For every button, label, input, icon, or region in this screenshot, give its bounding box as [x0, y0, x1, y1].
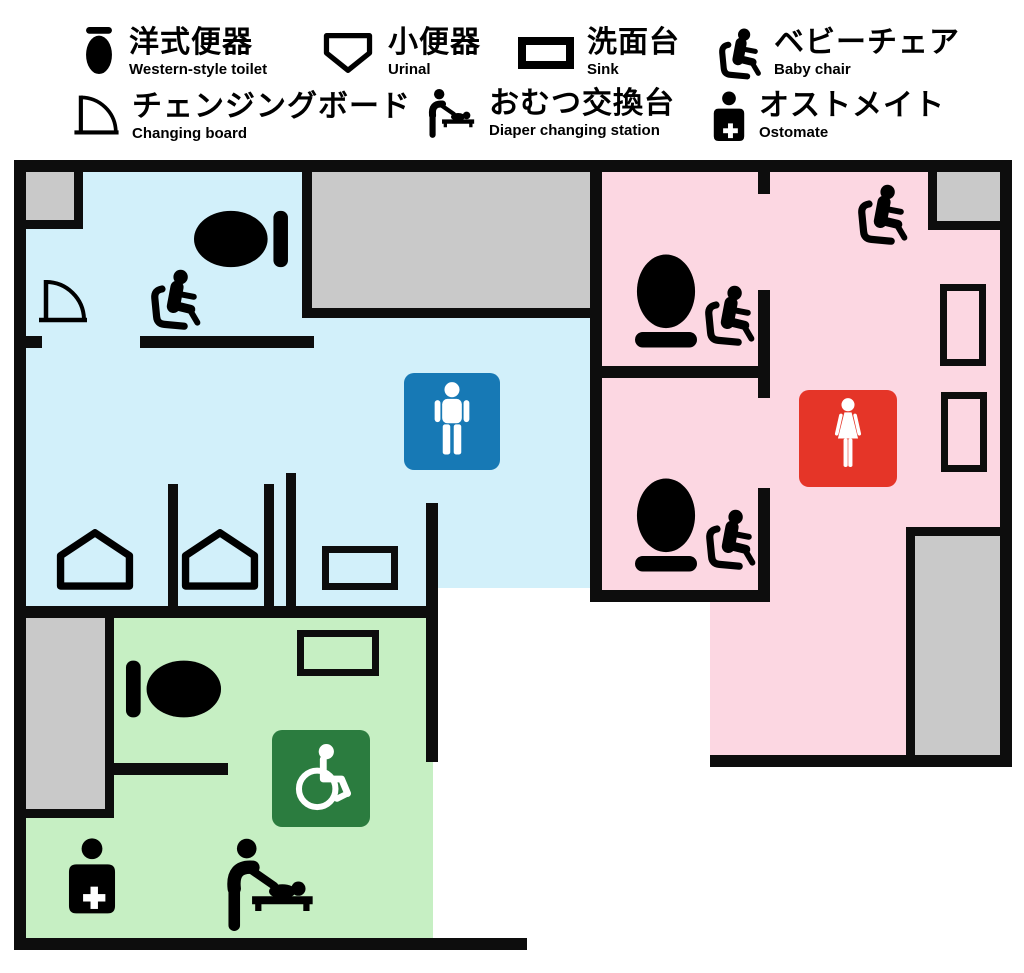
- wall: [426, 503, 438, 762]
- legend-item-western-toilet: 洋式便器 Western-style toilet: [81, 27, 267, 78]
- urinal-partition: [264, 484, 274, 612]
- toilet-icon: [192, 208, 289, 270]
- baby-chair-icon: [715, 27, 762, 83]
- legend-label-jp: ベビーチェア: [774, 26, 960, 59]
- legend-label-en: Ostomate: [759, 123, 829, 141]
- wall: [758, 488, 770, 602]
- legend-label-jp: 洋式便器: [129, 26, 253, 59]
- wall: [758, 172, 770, 194]
- baby-chair-icon: [146, 268, 202, 334]
- female-pictogram-icon: [818, 397, 878, 480]
- legend-label-en: Diaper changing station: [489, 121, 660, 139]
- legend-item-sink: 洗面台 Sink: [517, 27, 680, 78]
- legend-label-jp: オストメイト: [759, 89, 945, 122]
- wall: [710, 755, 1012, 767]
- legend-item-baby-chair: ベビーチェア Baby chair: [715, 27, 960, 83]
- wall: [140, 336, 314, 348]
- legend-label-jp: チェンジングボード: [132, 90, 411, 123]
- accessible-room-sign: [272, 730, 370, 827]
- diaper-changing-station-icon: [425, 88, 477, 140]
- ostomate-icon: [711, 90, 747, 144]
- urinal-partition: [286, 473, 296, 612]
- service-block: [928, 172, 1000, 230]
- toilet-icon: [81, 27, 117, 75]
- legend-label-en: Changing board: [132, 124, 247, 142]
- wall: [14, 336, 42, 348]
- wall: [602, 590, 768, 602]
- wall: [602, 366, 760, 378]
- toilet-icon: [125, 656, 223, 722]
- wheelchair-pictogram-icon: [283, 741, 359, 817]
- legend-item-ostomate: オストメイト Ostomate: [711, 90, 945, 144]
- legend-label-en: Baby chair: [774, 60, 851, 78]
- sink-icon: [297, 630, 379, 676]
- legend-label-en: Sink: [587, 60, 619, 78]
- urinal-icon: [54, 526, 136, 592]
- sink-icon: [322, 546, 398, 590]
- wall: [14, 160, 1010, 172]
- diaper-changing-station-icon: [220, 836, 318, 936]
- wall: [1000, 160, 1012, 767]
- legend-label-jp: 洗面台: [587, 26, 680, 59]
- legend-label-jp: おむつ交換台: [489, 87, 675, 120]
- urinal-partition: [168, 484, 178, 612]
- legend-label-en: Western-style toilet: [129, 60, 268, 78]
- urinal-icon: [320, 32, 376, 74]
- sink-icon: [940, 284, 986, 366]
- mens-room-sign: [404, 373, 500, 470]
- changing-board-icon: [73, 91, 120, 137]
- sink-icon: [941, 392, 987, 472]
- toilet-icon: [635, 252, 697, 350]
- service-block: [26, 618, 114, 818]
- legend-item-changing-board: チェンジングボード Changing board: [73, 91, 411, 142]
- baby-chair-icon: [853, 183, 909, 249]
- wall: [108, 763, 228, 775]
- wall: [14, 606, 438, 618]
- legend-label-en: Urinal: [388, 60, 431, 78]
- legend-item-urinal: 小便器 Urinal: [320, 27, 481, 78]
- wall: [14, 938, 527, 950]
- wall: [14, 160, 26, 950]
- wall: [758, 290, 770, 398]
- sink-icon: [518, 37, 574, 69]
- service-block: [906, 527, 1000, 755]
- service-block: [302, 172, 590, 318]
- baby-chair-icon: [701, 508, 757, 574]
- ostomate-icon: [66, 828, 118, 926]
- urinal-icon: [179, 526, 261, 592]
- womens-room-sign: [799, 390, 897, 487]
- legend-item-diaper-changing-station: おむつ交換台 Diaper changing station: [425, 88, 675, 140]
- changing-board-icon: [38, 274, 88, 326]
- legend-label-jp: 小便器: [388, 26, 481, 59]
- toilet-icon: [635, 476, 697, 574]
- wall: [590, 160, 602, 602]
- baby-chair-icon: [700, 284, 756, 350]
- male-pictogram-icon: [423, 381, 481, 462]
- service-block: [26, 172, 83, 229]
